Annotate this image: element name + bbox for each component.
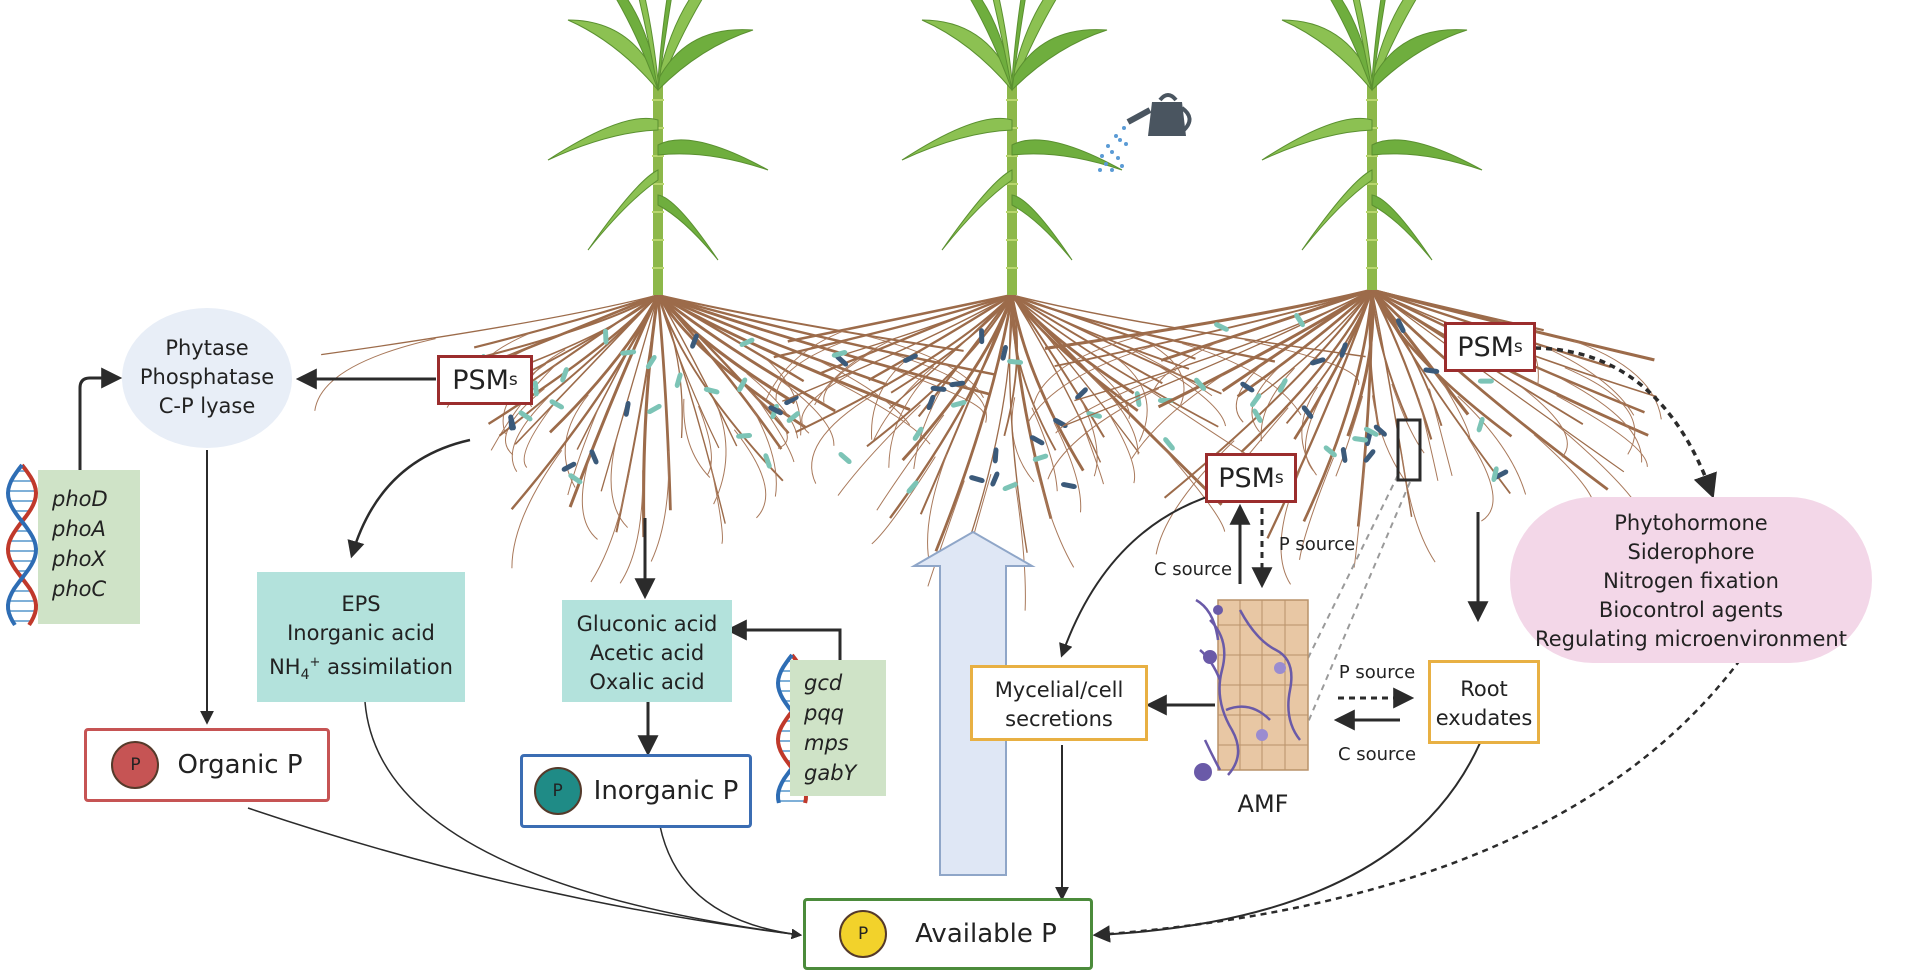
p-letter: P xyxy=(130,755,141,775)
nitrogen-fixation-label: Nitrogen fixation xyxy=(1603,569,1779,593)
phytohormone-label: Phytohormone xyxy=(1614,511,1768,535)
enzyme-phytase: Phytase xyxy=(165,336,249,360)
gene-gaby: gabY xyxy=(804,761,857,785)
soil-microbes xyxy=(831,328,1175,494)
nh-text: NH xyxy=(269,655,301,679)
acid-genes-box: gcd pqq mps gabY xyxy=(790,660,886,796)
p-letter: P xyxy=(858,924,869,944)
assimilation-text: assimilation xyxy=(320,655,453,679)
gene-gcd: gcd xyxy=(804,671,843,695)
gluconic-acid-label: Gluconic acid xyxy=(576,612,718,636)
gene-phox: phoX xyxy=(52,547,106,571)
biocontrol-agents-label: Biocontrol agents xyxy=(1598,598,1784,622)
available-p-box: P Available P xyxy=(803,898,1093,970)
sugarcane-plant xyxy=(1027,0,1662,585)
root-system xyxy=(314,293,996,584)
root-exudates-box: Root exudates xyxy=(1428,660,1540,744)
psm-subscript: s xyxy=(1274,468,1284,488)
acetic-acid-label: Acetic acid xyxy=(589,641,705,665)
regulating-microenvironment-label: Regulating microenvironment xyxy=(1535,627,1847,651)
inorganic-p-label: Inorganic P xyxy=(593,776,739,806)
inorganic-p-icon: P xyxy=(533,767,582,815)
p-letter: P xyxy=(552,781,563,801)
eps-box: EPS Inorganic acid NH4+ assimilation xyxy=(257,572,465,702)
inorganic-acid-label: Inorganic acid xyxy=(287,621,435,645)
mycelial-secretions-box: Mycelial/cell secretions xyxy=(970,665,1148,741)
organic-p-icon: P xyxy=(111,741,160,789)
psm-subscript: s xyxy=(1513,337,1523,357)
dna-helix-icon xyxy=(5,463,39,627)
amf-label: AMF xyxy=(1237,790,1289,818)
mycelial-line1: Mycelial/cell xyxy=(994,678,1124,702)
watering-can-icon xyxy=(1098,93,1192,172)
amf-illustration xyxy=(1194,598,1309,781)
sugarcane-plant xyxy=(314,0,996,584)
available-p-label: Available P xyxy=(915,919,1057,949)
soil-microbes xyxy=(1194,313,1531,483)
organic-acids-box: Gluconic acid Acetic acid Oxalic acid xyxy=(562,600,732,702)
root-exudates-line2: exudates xyxy=(1435,706,1533,730)
gene-phoa: phoA xyxy=(52,517,106,541)
p-source-down-label: P source xyxy=(1278,534,1356,555)
available-p-icon: P xyxy=(839,910,888,958)
eps-label: EPS xyxy=(341,592,381,616)
psm-label: PSM xyxy=(452,364,509,396)
nh4-superscript: + xyxy=(309,655,321,670)
root-zoom-rectangle xyxy=(1396,418,1422,482)
psm-subscript: s xyxy=(508,370,518,390)
p-source-right-label: P source xyxy=(1338,662,1416,683)
nh4-assimilation-label: NH4+ assimilation xyxy=(257,648,465,690)
gene-pqq: pqq xyxy=(804,701,844,725)
pho-genes-box: phoD phoA phoX phoC xyxy=(38,470,140,624)
soil-microbes xyxy=(481,328,801,485)
enzyme-list: Phytase Phosphatase C-P lyase xyxy=(122,334,292,421)
organic-p-label: Organic P xyxy=(177,750,303,780)
psm-label: PSM xyxy=(1218,462,1275,494)
mycelial-line2: secretions xyxy=(1005,707,1113,731)
siderophore-label: Siderophore xyxy=(1627,540,1755,564)
gene-mps: mps xyxy=(804,731,849,755)
oxalic-acid-label: Oxalic acid xyxy=(589,670,705,694)
enzyme-phosphatase: Phosphatase xyxy=(139,365,275,389)
gene-phod: phoD xyxy=(52,487,108,511)
connector-arrows xyxy=(78,367,1489,942)
nh4-subscript: 4 xyxy=(300,667,310,684)
c-source-up-label: C source xyxy=(1153,559,1233,580)
c-source-left-label: C source xyxy=(1337,744,1417,765)
gene-phoc: phoC xyxy=(52,577,107,601)
plant-growth-functions-box: Phytohormone Siderophore Nitrogen fixati… xyxy=(1510,497,1872,663)
dashed-arrows xyxy=(1092,346,1741,943)
inorganic-p-box: P Inorganic P xyxy=(520,754,752,828)
psm-label: PSM xyxy=(1457,331,1514,363)
root-exudates-line1: Root xyxy=(1460,677,1508,701)
plant-left xyxy=(314,0,1662,611)
sugarcane-plant xyxy=(765,0,1366,611)
enzyme-ellipse xyxy=(122,308,292,448)
enzyme-cp-lyase: C-P lyase xyxy=(158,394,256,418)
organic-p-box: P Organic P xyxy=(84,728,330,802)
